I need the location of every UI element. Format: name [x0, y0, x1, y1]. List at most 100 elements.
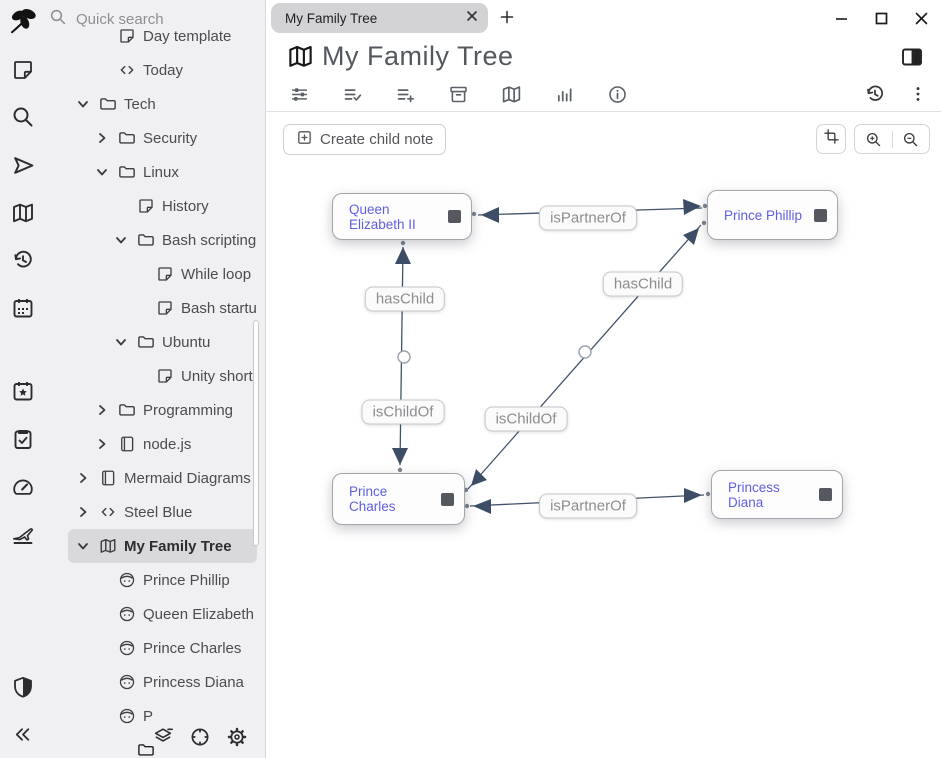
info-circle-icon[interactable] [607, 84, 628, 105]
tree-item-label: node.js [143, 435, 192, 453]
tree-item-label: Security [143, 129, 198, 147]
chevron-right-icon[interactable] [95, 131, 118, 145]
tree-item-today[interactable]: Today [46, 53, 265, 87]
tree-item-tech[interactable]: Tech [46, 87, 265, 121]
chevron-down-icon[interactable] [95, 165, 118, 179]
tree-item-unity-shortcuts[interactable]: Unity short [46, 359, 265, 393]
owned-attributes-list-check-icon[interactable] [342, 84, 363, 105]
edge-label-ispartnerof[interactable]: isPartnerOf [539, 205, 637, 231]
tree-item-label: Day template [143, 27, 232, 45]
chevron-down-icon[interactable] [76, 539, 99, 553]
calendar-star-icon[interactable] [11, 379, 35, 403]
split-pane-icon[interactable] [900, 45, 924, 74]
tree-item-mermaid-diagrams[interactable]: Mermaid Diagrams [46, 461, 265, 495]
inherited-attributes-list-plus-icon[interactable] [395, 84, 416, 105]
more-kebab-icon[interactable] [908, 84, 928, 104]
trilium-logo-icon[interactable] [8, 6, 38, 36]
map-node-queen-elizabeth[interactable]: Queen Elizabeth II [332, 193, 472, 240]
tree-item-while-loop[interactable]: While loop [46, 257, 265, 291]
chevron-right-icon[interactable] [76, 505, 99, 519]
edge-label-haschild[interactable]: hasChild [364, 286, 446, 312]
layers-icon[interactable] [152, 726, 174, 753]
tree-item-security[interactable]: Security [46, 121, 265, 155]
tree-scrollbar[interactable] [253, 320, 259, 546]
tree-item-ubuntu[interactable]: Ubuntu [46, 325, 265, 359]
map-node-label[interactable]: Prince Phillip [724, 207, 803, 223]
zoom-out-button[interactable] [891, 130, 930, 148]
tree-item-programming[interactable]: Programming [46, 393, 265, 427]
chevron-right-icon[interactable] [76, 471, 99, 485]
edge-label-ischildof[interactable]: isChildOf [484, 406, 568, 432]
map-node-prince-phillip[interactable]: Prince Phillip [707, 190, 838, 240]
task-list-icon[interactable] [11, 427, 35, 451]
shield-icon[interactable] [11, 675, 35, 699]
travel-plane-icon[interactable] [11, 523, 35, 547]
map-icon [99, 537, 117, 555]
settings-gear-icon[interactable] [226, 726, 248, 753]
tree-item-label: Mermaid Diagrams [124, 469, 251, 487]
tree-item-bash-startup[interactable]: Bash startu [46, 291, 265, 325]
tree-item-bash-scripting[interactable]: Bash scripting [46, 223, 265, 257]
tree-item-princess-diana[interactable]: Princess Diana [46, 665, 265, 699]
node-drag-handle[interactable] [448, 210, 461, 223]
relation-map-canvas[interactable]: Queen Elizabeth II Prince Phillip Prince… [266, 160, 941, 758]
chevron-down-icon[interactable] [114, 233, 137, 247]
tree-item-steel-blue[interactable]: Steel Blue [46, 495, 265, 529]
create-child-note-button[interactable]: Create child note [283, 124, 447, 155]
map-node-label[interactable]: Princess Diana [728, 479, 780, 510]
node-drag-handle[interactable] [441, 492, 454, 506]
tree-item-prince-phillip[interactable]: Prince Phillip [46, 563, 265, 597]
tab-close-icon[interactable] [466, 9, 478, 27]
folder-icon [118, 401, 136, 419]
node-drag-handle[interactable] [814, 208, 827, 222]
new-note-icon[interactable] [11, 58, 35, 82]
note-paths-archive-icon[interactable] [448, 84, 469, 105]
map-node-label[interactable]: Queen Elizabeth II [349, 201, 416, 232]
new-tab-button[interactable] [494, 2, 520, 32]
map-node-princess-diana[interactable]: Princess Diana [711, 470, 843, 519]
dashboard-gauge-icon[interactable] [11, 475, 35, 499]
edge-label-ispartnerof[interactable]: isPartnerOf [539, 493, 637, 519]
tree-item-nodejs[interactable]: node.js [46, 427, 265, 461]
note-icon [137, 197, 155, 215]
minimize-icon[interactable] [834, 11, 849, 26]
zoom-in-button[interactable] [855, 131, 892, 148]
tree-item-history[interactable]: History [46, 189, 265, 223]
recent-changes-icon[interactable] [11, 248, 35, 272]
crosshair-icon[interactable] [189, 726, 211, 753]
collapse-pane-icon[interactable] [12, 723, 35, 746]
tree-item-label: Steel Blue [124, 503, 193, 521]
quick-search[interactable]: Quick search [49, 8, 164, 31]
tree-item-linux[interactable]: Linux [46, 155, 265, 189]
chevron-right-icon[interactable] [95, 437, 118, 451]
collection-properties-map-icon[interactable] [501, 84, 522, 105]
tree-item-my-family-tree[interactable]: My Family Tree [68, 529, 257, 563]
chevron-right-icon[interactable] [95, 403, 118, 417]
tree-item-prince-charles[interactable]: Prince Charles [46, 631, 265, 665]
maximize-icon[interactable] [874, 11, 889, 26]
note-info-bars-icon[interactable] [554, 84, 575, 105]
crop-button[interactable] [816, 124, 846, 154]
edge-label-ischildof[interactable]: isChildOf [361, 399, 445, 425]
collections-map-icon[interactable] [11, 201, 35, 225]
revisions-history-icon[interactable] [864, 83, 886, 105]
tree-item-day-template[interactable]: Day template [46, 19, 265, 53]
chevron-down-icon[interactable] [76, 97, 99, 111]
node-drag-handle[interactable] [819, 488, 832, 501]
edge-label-haschild[interactable]: hasChild [602, 271, 684, 297]
basic-properties-sliders-icon[interactable] [289, 84, 310, 105]
person-icon [118, 571, 136, 589]
zoom-button-group [854, 124, 930, 154]
map-node-label[interactable]: Prince Charles [349, 484, 396, 514]
close-icon[interactable] [914, 11, 929, 26]
search-icon[interactable] [11, 105, 35, 129]
tree-item-partial[interactable]: P [46, 699, 265, 733]
tree-item-queen-elizabeth[interactable]: Queen Elizabeth [46, 597, 265, 631]
chevron-down-icon[interactable] [114, 335, 137, 349]
jump-to-icon[interactable] [11, 153, 36, 178]
person-icon [118, 605, 136, 623]
calendar-icon[interactable] [11, 296, 35, 320]
map-node-prince-charles[interactable]: Prince Charles [332, 473, 465, 525]
tab-my-family-tree[interactable]: My Family Tree [271, 3, 488, 33]
folder-icon [118, 129, 136, 147]
